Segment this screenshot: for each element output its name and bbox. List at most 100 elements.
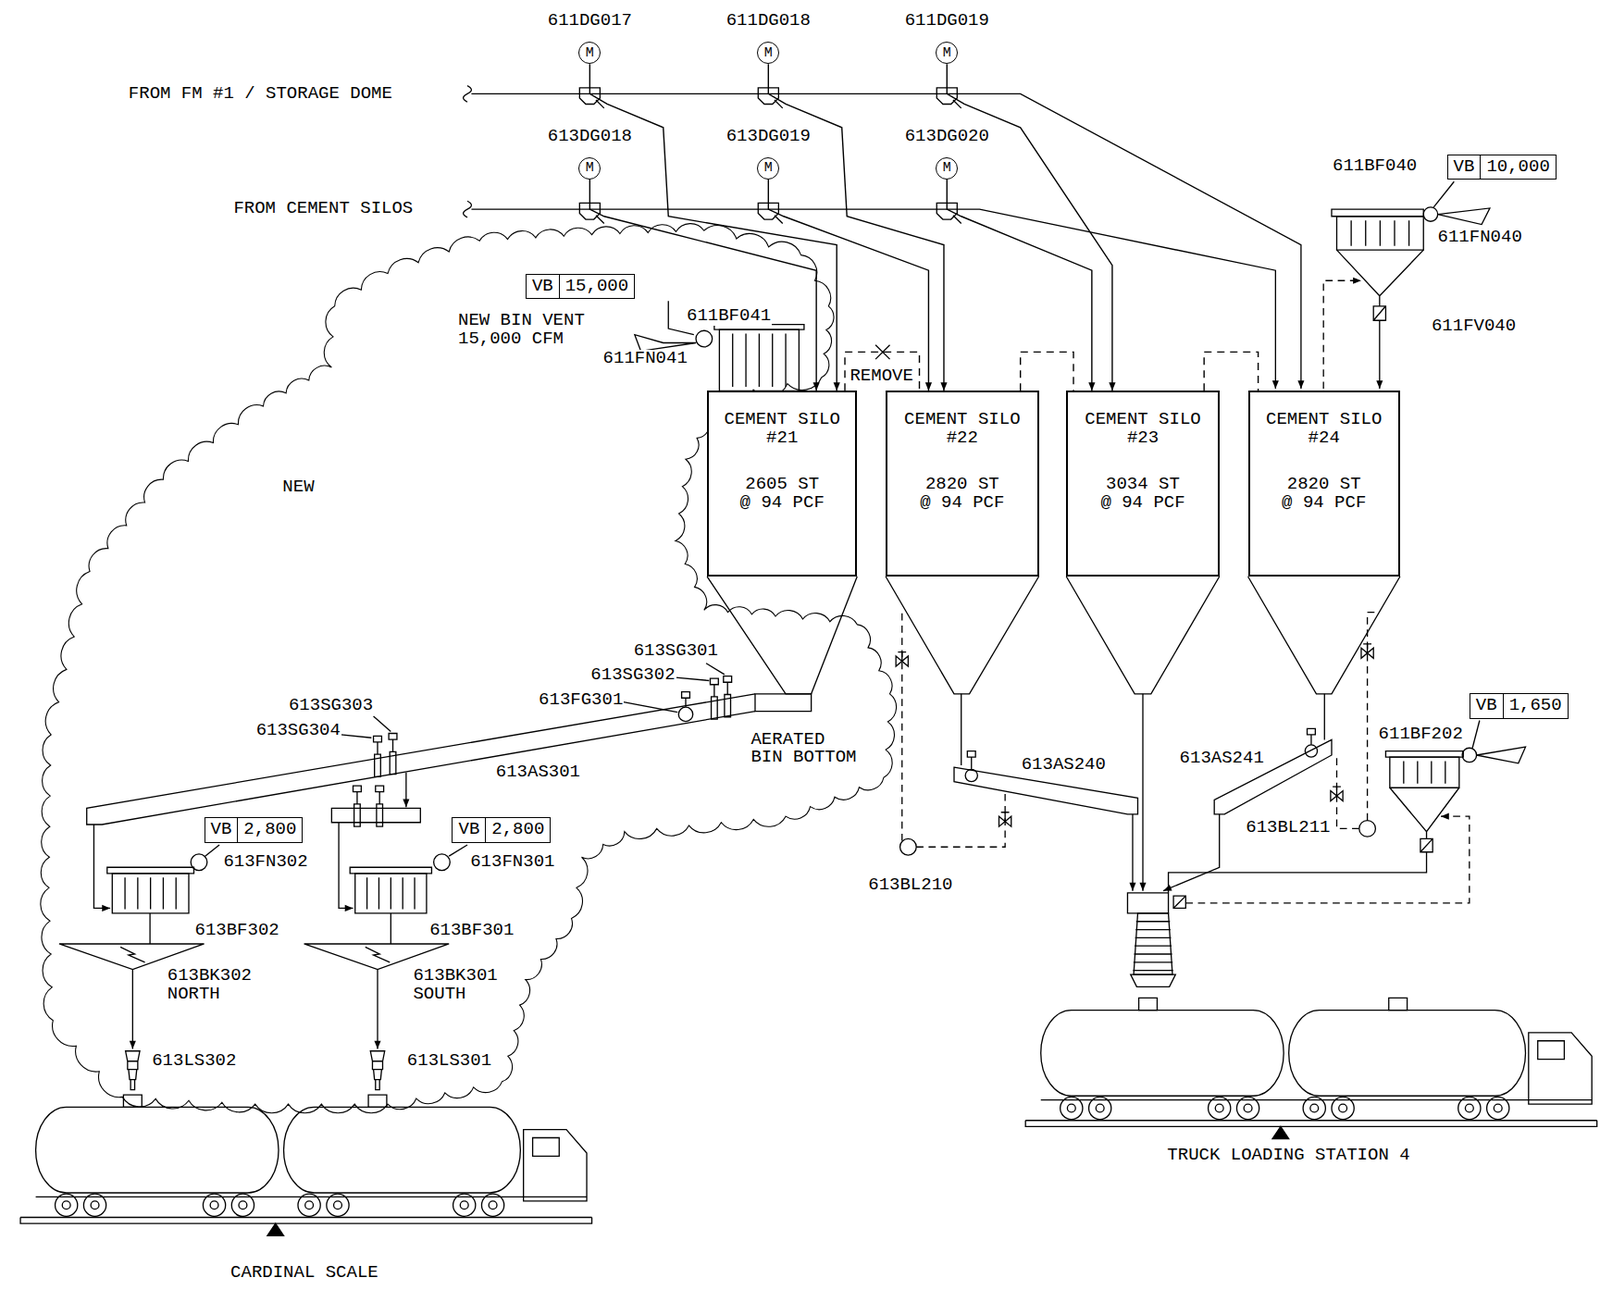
fan-exhaust bbox=[1438, 208, 1490, 225]
tag-label: 613AS240 bbox=[1020, 756, 1107, 775]
tag-label: 613AS301 bbox=[495, 763, 582, 782]
feed-line bbox=[471, 93, 1301, 389]
diverter-gate bbox=[757, 87, 782, 109]
feed-connector bbox=[946, 63, 1113, 391]
tank-trailer bbox=[284, 1106, 521, 1193]
silo-name: CEMENT SILO #21 bbox=[721, 410, 844, 448]
slide-gate bbox=[375, 785, 385, 827]
flow-gate bbox=[1304, 728, 1317, 757]
vent-connector bbox=[1203, 351, 1258, 391]
tag-label: 613BF301 bbox=[428, 921, 515, 941]
discharge-line bbox=[1378, 320, 1380, 389]
tag-label: 611BF041 bbox=[685, 307, 772, 326]
vent-tag-line bbox=[205, 844, 220, 856]
cement-silo: CEMENT SILO #242820 ST @ 94 PCF bbox=[1248, 390, 1401, 577]
silo-capacity: 3034 ST @ 94 PCF bbox=[1098, 475, 1189, 513]
tag-label: 613SG303 bbox=[287, 696, 374, 716]
fan-exhaust bbox=[1476, 746, 1526, 764]
bin-vent bbox=[1385, 751, 1464, 758]
cement-silo: CEMENT SILO #23 3034 ST @ 94 PCF bbox=[1066, 390, 1219, 577]
diverter-gate bbox=[579, 202, 604, 224]
chute-line bbox=[1141, 694, 1143, 892]
tag-number: 613DG019 bbox=[726, 127, 811, 147]
loading-spout bbox=[125, 1051, 140, 1091]
vent-tag-line bbox=[1433, 181, 1454, 208]
diverter-gate bbox=[757, 202, 782, 224]
fan-symbol bbox=[190, 854, 208, 871]
vibrator-symbol bbox=[365, 946, 390, 963]
vent-connector bbox=[1020, 351, 1074, 391]
hopper-neck bbox=[148, 913, 150, 944]
airflow-rating: 10,000 bbox=[1480, 155, 1555, 180]
valve-symbol bbox=[999, 812, 1012, 827]
vb-tag: VB bbox=[452, 818, 486, 843]
tag-label: 613BK302 NORTH bbox=[166, 967, 253, 1005]
slide-gate bbox=[373, 735, 383, 777]
tag-label: 611FV040 bbox=[1430, 317, 1517, 336]
feed-line bbox=[471, 209, 1276, 389]
vent-rating-box: VB2,800 bbox=[451, 817, 551, 844]
illustration-group bbox=[20, 86, 1598, 1237]
tag-label: 613FN302 bbox=[222, 853, 309, 872]
tag-label: 611FN041 bbox=[602, 349, 689, 369]
flow-gate bbox=[965, 751, 978, 782]
diverter-motor: 611DG017M bbox=[547, 12, 633, 64]
diverter-gate bbox=[936, 202, 961, 224]
silo-cone bbox=[1248, 576, 1401, 695]
vb-tag: VB bbox=[205, 818, 239, 843]
blower-symbol bbox=[1359, 820, 1377, 838]
truck-scale bbox=[20, 1216, 592, 1224]
feed-connector bbox=[768, 63, 944, 391]
bin-vent bbox=[349, 867, 432, 874]
cement-silo: CEMENT SILO #21 2605 ST @ 94 PCF bbox=[706, 390, 857, 577]
motor-letter: M bbox=[764, 46, 773, 61]
leader-line bbox=[706, 663, 725, 675]
tag-label: 613FG301 bbox=[537, 691, 624, 710]
tank-trailer bbox=[36, 1106, 279, 1193]
chute-line bbox=[1131, 814, 1133, 892]
pipe-break bbox=[463, 86, 472, 103]
truck-chassis bbox=[1041, 1099, 1592, 1101]
leader-line bbox=[623, 702, 678, 713]
vent-connector bbox=[844, 351, 919, 391]
valve-symbol bbox=[1420, 838, 1433, 852]
silo-capacity: 2605 ST @ 94 PCF bbox=[737, 475, 828, 513]
vent-tag-line bbox=[448, 844, 468, 856]
tag-label: 611BF202 bbox=[1377, 725, 1464, 745]
bin-vent bbox=[719, 329, 799, 391]
bin-vent-hopper bbox=[1389, 787, 1460, 839]
vent-rating-box: VB1,650 bbox=[1469, 693, 1569, 720]
loading-spout bbox=[370, 1051, 385, 1091]
note-label: CARDINAL SCALE bbox=[229, 1264, 380, 1283]
blower-symbol bbox=[900, 838, 918, 856]
note-label: NEW BIN VENT 15,000 CFM bbox=[457, 311, 592, 349]
aerated-bin-bottom bbox=[755, 694, 812, 712]
bulk-hopper bbox=[59, 943, 205, 970]
tank-trailer bbox=[1289, 1010, 1526, 1097]
chute-line bbox=[1324, 694, 1326, 741]
scale-marker bbox=[267, 1223, 285, 1236]
feed-connector bbox=[589, 63, 837, 391]
truck-scale bbox=[1025, 1120, 1598, 1128]
silo-capacity: 2820 ST @ 94 PCF bbox=[1278, 475, 1369, 513]
valve-symbol bbox=[895, 652, 908, 667]
tag-label: 613SG304 bbox=[255, 721, 342, 741]
fan-symbol bbox=[1462, 747, 1476, 762]
bin-vent bbox=[111, 873, 189, 914]
tag-label: 613LS302 bbox=[150, 1052, 237, 1071]
silo-name: CEMENT SILO #23 bbox=[1081, 410, 1204, 448]
note-label: AERATED BIN BOTTOM bbox=[749, 731, 863, 769]
chute-line bbox=[93, 824, 111, 908]
bin-vent-hopper bbox=[1337, 249, 1425, 307]
truck-wheels bbox=[55, 1193, 505, 1216]
chute-line bbox=[960, 694, 962, 766]
vent-rating-box: VB10,000 bbox=[1447, 154, 1557, 181]
chute-line bbox=[338, 822, 353, 909]
silo-capacity: 2820 ST @ 94 PCF bbox=[917, 475, 1007, 513]
vb-tag: VB bbox=[1470, 694, 1504, 719]
leader-line bbox=[675, 677, 709, 681]
motor-letter: M bbox=[942, 46, 952, 61]
vb-tag: VB bbox=[526, 274, 560, 299]
leader-line bbox=[373, 716, 392, 732]
